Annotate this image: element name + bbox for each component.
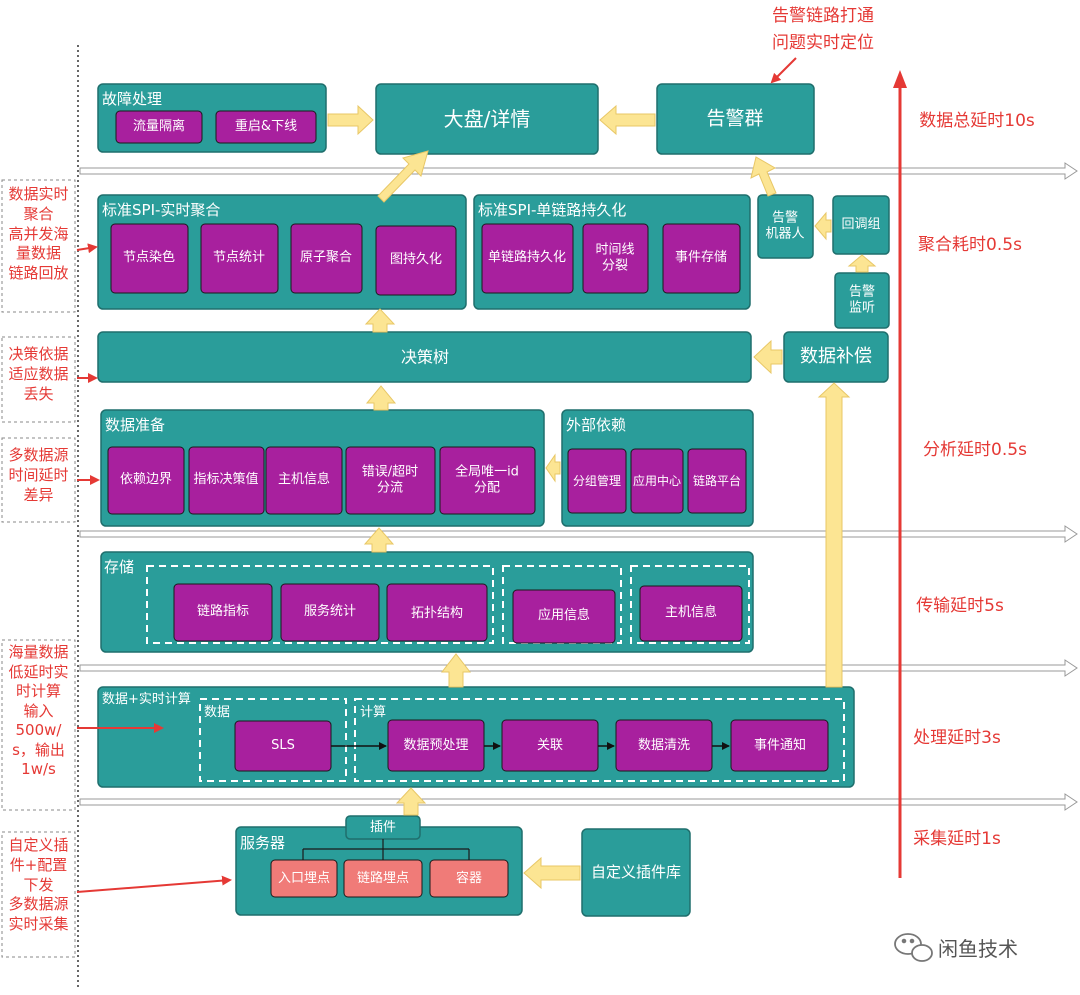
server-item-link-probe: 链路埋点 xyxy=(356,871,410,887)
compute-step-cleaning: 数据清洗 xyxy=(637,738,691,754)
red-annotation-arrows xyxy=(76,57,797,893)
ext-item-app-center: 应用中心 xyxy=(632,473,682,488)
ext-item-link-platform: 链路平台 xyxy=(692,473,742,488)
custom-plugin-lib-label: 自定义插件库 xyxy=(590,863,682,881)
annot-multi-source-delay: 多数据源 时间延时 差异 xyxy=(8,446,69,504)
spi-item-atomic-agg: 原子聚合 xyxy=(299,250,353,266)
top-alert-annotation-line2: 问题实时定位 xyxy=(772,32,874,53)
fault-item-restart-offline: 重启&下线 xyxy=(234,119,298,135)
decision-tree-label: 决策树 xyxy=(400,347,450,367)
magenta-items xyxy=(107,110,829,772)
yellow-flow-arrows xyxy=(327,104,877,890)
custom-plugin-lib-box xyxy=(581,828,691,917)
latency-analysis: 分析延时0.5s xyxy=(923,439,1027,460)
compute-calc-label: 计算 xyxy=(360,705,387,721)
spi-item-event-storage: 事件存储 xyxy=(674,250,728,266)
spi-item-node-stats: 节点统计 xyxy=(212,250,266,266)
prep-item-global-id: 全局唯一id 分配 xyxy=(455,464,519,495)
alert-robot-label: 告警 机器人 xyxy=(765,210,805,241)
wechat-icon xyxy=(894,933,933,962)
external-deps-title: 外部依赖 xyxy=(566,416,627,434)
spi-item-timeline-split: 时间线 分裂 xyxy=(595,242,635,273)
storage-item-service-stats: 服务统计 xyxy=(303,604,357,620)
dashboard-label: 大盘/详情 xyxy=(443,107,531,131)
salmon-items xyxy=(270,859,509,898)
ext-item-group-mgmt: 分组管理 xyxy=(572,473,622,488)
latency-transmission: 传输延时5s xyxy=(916,595,1004,616)
prep-item-error-timeout-split: 错误/超时 分流 xyxy=(361,464,419,495)
alert-group-box xyxy=(656,83,815,155)
data-prep-title: 数据准备 xyxy=(105,416,166,434)
layer-separators xyxy=(79,162,1078,811)
latency-collection: 采集延时1s xyxy=(913,828,1001,849)
alert-robot-box xyxy=(757,194,814,259)
annot-custom-plugin: 自定义插 件+配置 下发 多数据源 实时采集 xyxy=(8,836,69,934)
storage-item-link-metrics: 链路指标 xyxy=(196,604,250,620)
plugin-label: 插件 xyxy=(369,820,397,836)
annot-decision-basis: 决策依据 适应数据 丢失 xyxy=(8,345,69,403)
compute-data-label: 数据 xyxy=(204,705,231,721)
compute-step-preprocess: 数据预处理 xyxy=(403,738,469,754)
prep-item-dependency-boundary: 依赖边界 xyxy=(119,472,173,488)
compute-step-event-notify: 事件通知 xyxy=(753,738,807,754)
storage-item-host-info: 主机信息 xyxy=(664,605,718,621)
annot-massive-compute: 海量数据 低延时实 时计算 输入 500w/ s，输出 1w/s xyxy=(8,643,69,778)
storage-title: 存储 xyxy=(104,558,135,576)
compute-step-association: 关联 xyxy=(536,738,564,754)
left-annotation-boxes xyxy=(1,179,76,958)
spi-item-node-coloring: 节点染色 xyxy=(122,250,176,266)
total-latency-arrowhead xyxy=(893,70,907,88)
compute-sls: SLS xyxy=(271,738,295,754)
latency-total: 数据总延时10s xyxy=(919,110,1035,131)
annot-realtime-agg: 数据实时 聚合 高并发海 量数据 链路回放 xyxy=(8,185,69,283)
fault-item-traffic-isolation: 流量隔离 xyxy=(132,119,186,135)
storage-item-app-info: 应用信息 xyxy=(537,608,591,624)
decision-tree-box xyxy=(97,331,752,383)
top-alert-annotation-line1: 告警链路打通 xyxy=(772,5,874,26)
plugin-tree-lines xyxy=(302,839,470,860)
fault-handling-title: 故障处理 xyxy=(102,90,163,108)
prep-item-metric-decision: 指标决策值 xyxy=(193,472,259,488)
storage-item-topology: 拓扑结构 xyxy=(410,606,464,622)
spi-persist-title: 标准SPI-单链路持久化 xyxy=(478,201,627,219)
latency-aggregation: 聚合耗时0.5s xyxy=(918,234,1022,255)
spi-realtime-title: 标准SPI-实时聚合 xyxy=(102,201,221,219)
server-item-container: 容器 xyxy=(455,871,483,887)
data-compensation-label: 数据补偿 xyxy=(800,346,872,368)
watermark: 闲鱼技术 xyxy=(938,937,1018,961)
callback-group-box xyxy=(832,195,890,255)
compute-title: 数据+实时计算 xyxy=(102,692,191,708)
spi-item-graph-persist: 图持久化 xyxy=(389,252,443,268)
dashed-groups xyxy=(146,565,845,782)
alert-monitor-box xyxy=(834,272,890,329)
prep-item-host-info: 主机信息 xyxy=(277,472,331,488)
callback-group-label: 回调组 xyxy=(841,217,881,233)
data-compensation-box xyxy=(783,331,889,383)
server-title: 服务器 xyxy=(240,834,286,852)
dashboard-box xyxy=(375,83,599,155)
latency-processing: 处理延时3s xyxy=(913,727,1001,748)
alert-monitor-label: 告警 监听 xyxy=(848,284,876,315)
spi-realtime-box xyxy=(97,194,467,310)
spi-item-single-link-persist: 单链路持久化 xyxy=(487,250,567,266)
server-item-entry-probe: 入口埋点 xyxy=(277,871,331,887)
alert-group-label: 告警群 xyxy=(706,107,764,130)
